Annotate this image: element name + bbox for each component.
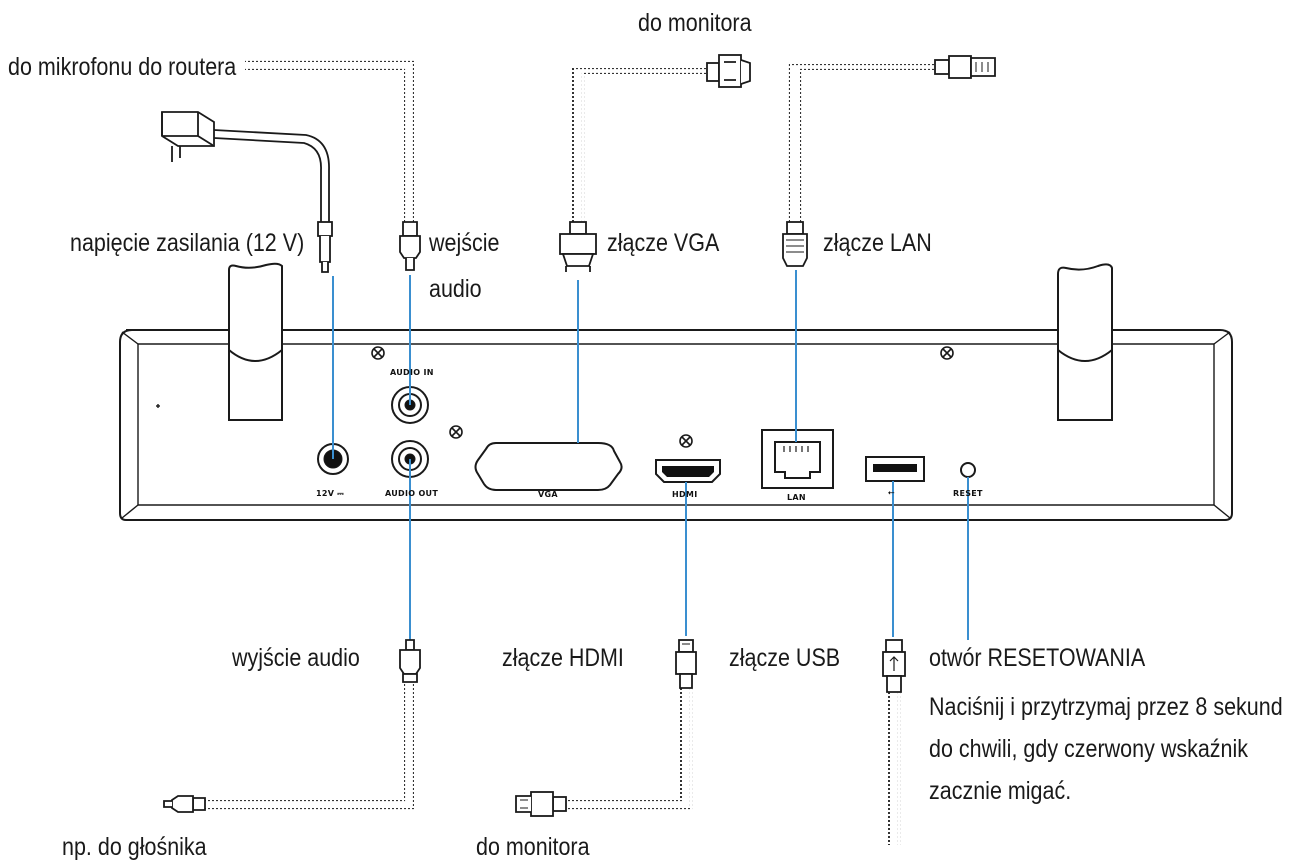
label-to-monitor-top: do monitora [638,9,752,37]
port-hdmi [655,459,721,483]
hdmi-plug-icon [675,639,697,689]
label-lan: złącze LAN [823,229,932,257]
reset-hole [960,462,976,478]
label-to-speaker: np. do głośnika [62,833,207,861]
label-audio-in-line1: wejście [429,229,500,257]
label-audio-in-line2: audio [429,275,482,303]
port-label-usb: ⭠ [888,488,895,497]
cables [205,60,935,845]
label-vga: złącze VGA [607,229,720,257]
antenna-left [228,262,283,421]
lan-plug-icon [782,221,808,267]
rca-plug-audio-in-icon [399,221,421,271]
port-label-vga: VGA [538,490,558,499]
port-label-audio-in: AUDIO IN [390,368,434,377]
label-usb: złącze USB [729,644,841,672]
label-to-mic-router: do mikrofonu do routera [8,53,237,81]
power-adapter-icon [161,111,215,162]
speaker-plug-icon [163,795,206,813]
port-vga [474,442,623,491]
port-label-power: 12V ⎓ [316,489,344,498]
port-label-audio-out: AUDIO OUT [385,489,439,498]
monitor-plug-bottom-icon [515,791,567,817]
antenna-right [1057,263,1113,421]
label-reset: otwór RESETOWANIA [929,644,1146,672]
power-plug-icon [317,221,333,273]
port-label-hdmi: HDMI [672,490,698,499]
reset-note-line1: Naciśnij i przytrzymaj przez 8 sekund [929,693,1283,721]
port-label-reset: RESET [953,489,983,498]
rca-plug-audio-out-icon [399,639,421,683]
label-audio-out: wyjście audio [232,644,360,672]
screws [371,346,954,448]
port-label-lan: LAN [787,493,806,502]
vga-plug-icon [559,221,597,272]
port-lan [761,429,834,489]
reset-note-line2: do chwili, gdy czerwony wskaźnik [929,735,1249,763]
monitor-plug-top-icon [706,54,751,88]
label-to-monitor-bottom: do monitora [476,833,590,861]
power-cable [213,129,330,222]
port-usb [865,456,925,482]
reset-note-line3: zacznie migać. [929,777,1072,805]
leader-lines [332,270,969,640]
router-plug-top-icon [934,55,996,79]
label-power-supply: napięcie zasilania (12 V) [70,229,305,257]
usb-plug-icon [882,639,906,693]
label-hdmi: złącze HDMI [502,644,624,672]
